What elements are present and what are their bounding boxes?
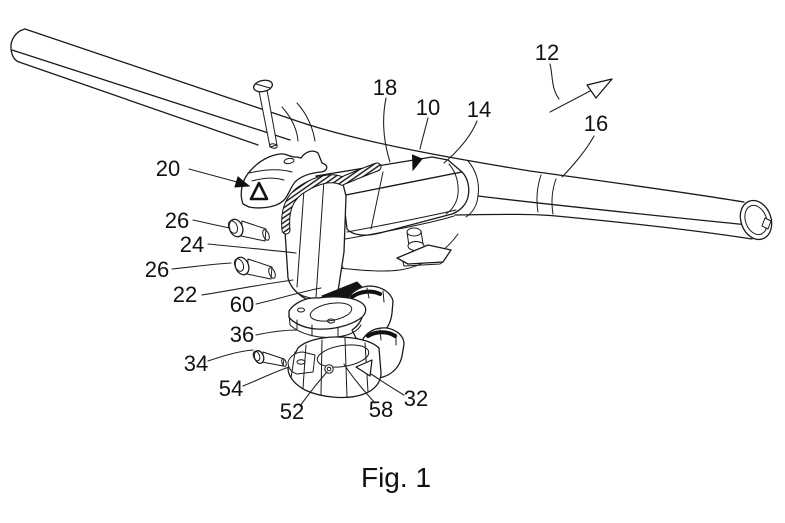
direction-arrow bbox=[549, 78, 613, 113]
ref32-arrowhead bbox=[355, 359, 373, 377]
ref-label-36: 36 bbox=[230, 322, 254, 347]
spacer-plate bbox=[288, 296, 367, 338]
ref20-arrow bbox=[188, 168, 251, 188]
clamp-hatch-band bbox=[281, 162, 382, 235]
handlebar-left bbox=[10, 28, 745, 203]
top-bolt bbox=[252, 79, 278, 149]
figure-caption: Fig. 1 bbox=[361, 462, 431, 493]
ref-label-14: 14 bbox=[467, 97, 491, 122]
ref-label-18: 18 bbox=[373, 75, 397, 100]
accessory-mount bbox=[396, 227, 452, 267]
ref-label-20: 20 bbox=[156, 156, 180, 181]
warning-triangle bbox=[249, 181, 269, 201]
top-cover-cap bbox=[240, 150, 328, 209]
ref10-arrowhead bbox=[411, 154, 423, 172]
ref-label-34: 34 bbox=[184, 351, 208, 376]
cover-screw-34 bbox=[252, 350, 287, 367]
reference-labels: 10 12 14 16 18 20 22 24 26 26 32 34 36 5… bbox=[145, 40, 608, 424]
ref-label-32: 32 bbox=[404, 386, 428, 411]
ref-label-16: 16 bbox=[584, 111, 608, 136]
ref-label-26-lower: 26 bbox=[145, 257, 169, 282]
ref-label-60: 60 bbox=[230, 292, 254, 317]
ref-label-22: 22 bbox=[173, 282, 197, 307]
ref-label-26-upper: 26 bbox=[165, 208, 189, 233]
clamp-screw-upper bbox=[227, 218, 270, 242]
clamp-screw-lower bbox=[233, 256, 276, 280]
handlebar-right bbox=[454, 174, 773, 241]
ref-label-24: 24 bbox=[180, 232, 204, 257]
stem-body bbox=[299, 156, 479, 294]
ref-label-10: 10 bbox=[416, 95, 440, 120]
ref-label-12: 12 bbox=[535, 40, 559, 65]
ref-label-54: 54 bbox=[219, 376, 243, 401]
bar-end-opening bbox=[739, 199, 773, 241]
ref-label-58: 58 bbox=[369, 397, 393, 422]
leader-lines bbox=[171, 63, 595, 407]
ref-label-52: 52 bbox=[280, 399, 304, 424]
